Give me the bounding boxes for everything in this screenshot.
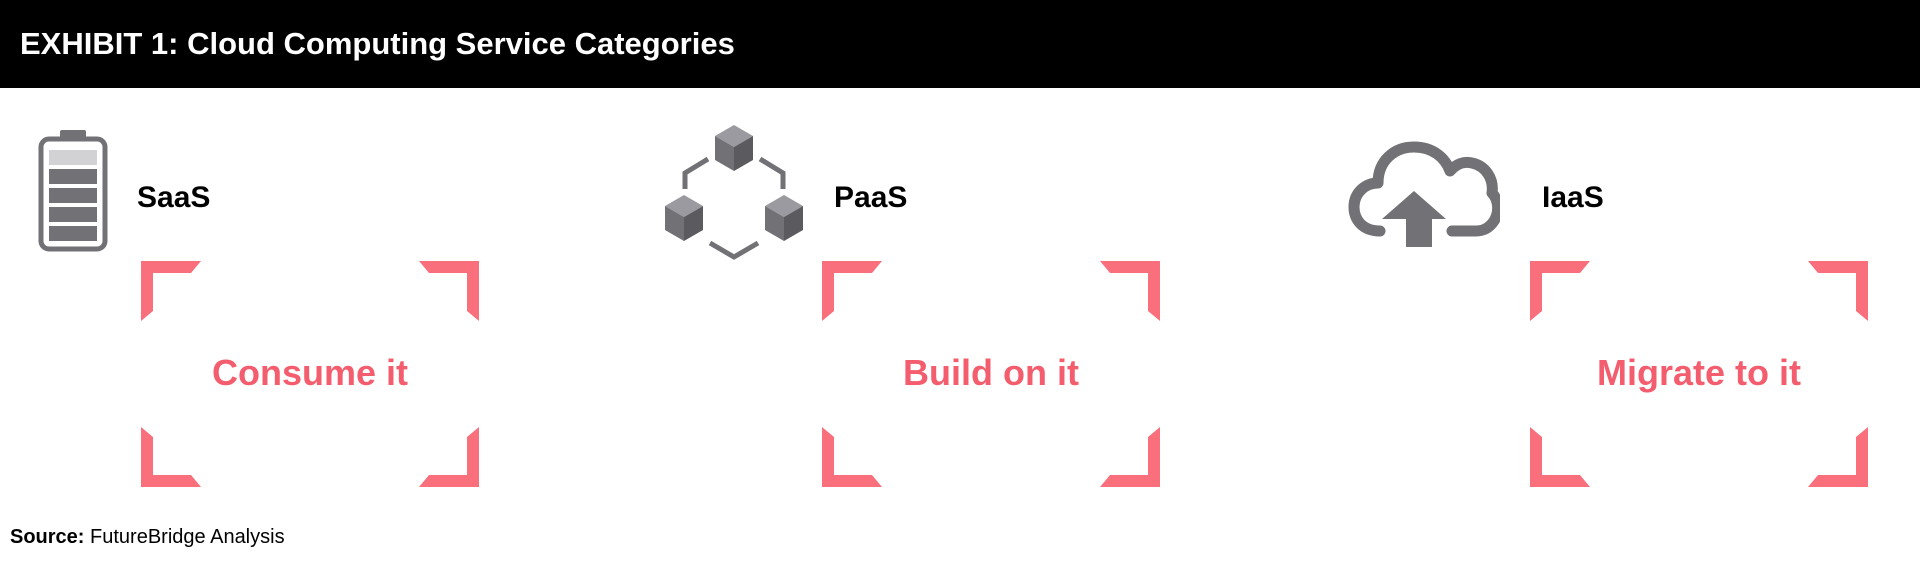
source-text: FutureBridge Analysis — [90, 526, 285, 548]
connected-cubes-icon — [665, 125, 803, 260]
action-text: Migrate to it — [1597, 352, 1801, 393]
action-text: Build on it — [903, 352, 1079, 393]
source-label: Source: — [10, 526, 85, 548]
action-frame: Migrate to it — [1530, 261, 1868, 487]
exhibit-header: EXHIBIT 1: Cloud Computing Service Categ… — [0, 0, 1920, 88]
source-note: Source: FutureBridge Analysis — [10, 525, 285, 549]
frame-corners — [141, 261, 479, 487]
frame-corners — [822, 261, 1160, 487]
battery-icon — [38, 130, 108, 252]
frame-corners — [1530, 261, 1868, 487]
category-label: IaaS — [1542, 181, 1604, 214]
category-iaas: IaaS Migrate to it — [1348, 115, 1920, 515]
cloud-upload-icon — [1348, 141, 1500, 247]
category-saas: SaaS Consume it — [36, 115, 716, 515]
category-paas: PaaS Build on it — [662, 115, 1342, 515]
action-text: Consume it — [211, 352, 408, 393]
action-frame: Consume it — [141, 261, 479, 487]
category-label: SaaS — [137, 181, 211, 214]
exhibit-title: EXHIBIT 1: Cloud Computing Service Categ… — [20, 26, 735, 61]
action-frame: Build on it — [822, 261, 1160, 487]
category-label: PaaS — [834, 181, 908, 214]
